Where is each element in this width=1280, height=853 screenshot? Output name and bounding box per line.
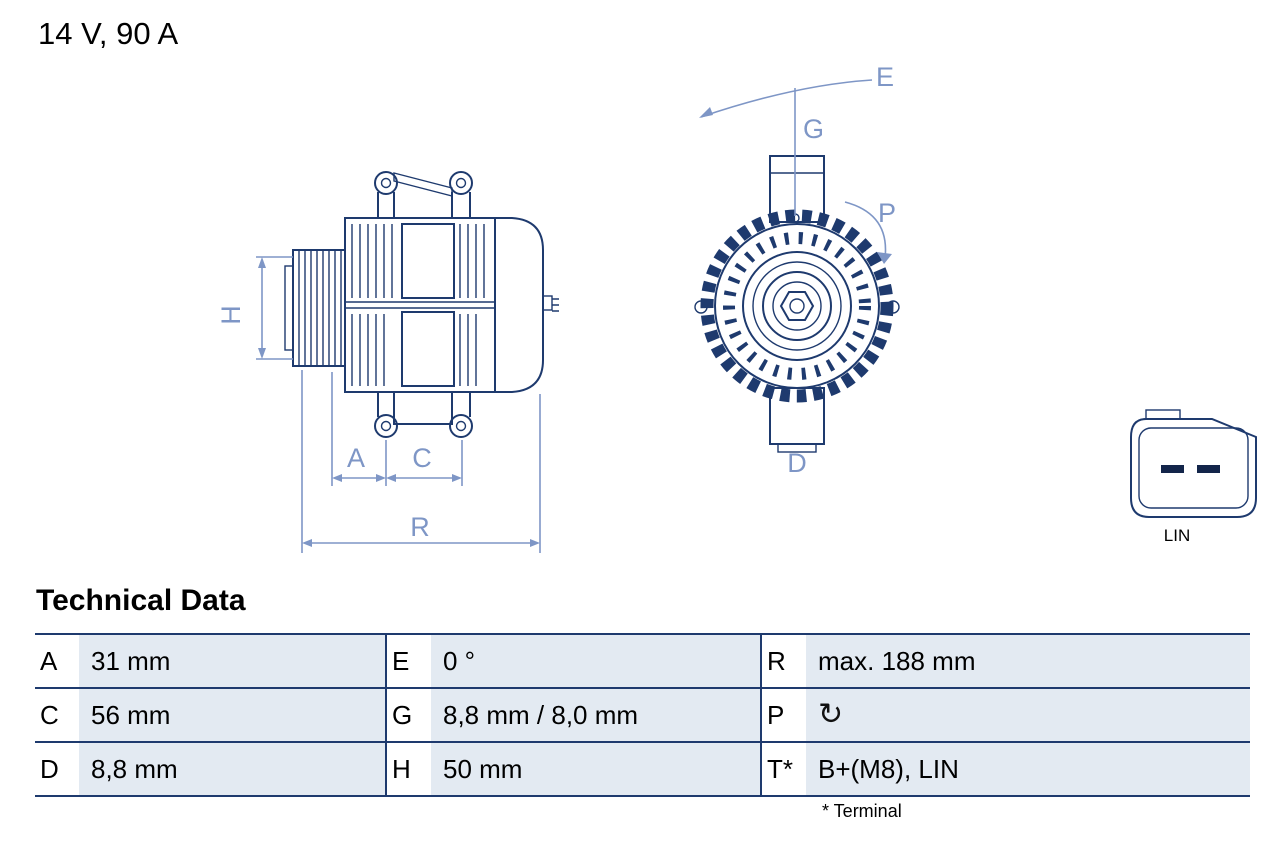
technical-drawing: H A C R [216, 62, 1257, 553]
pulley [284, 249, 346, 367]
dimension-h: H [216, 256, 293, 360]
rotation-direction-arrow: P [844, 198, 896, 264]
spec-value-t: B+(M8), LIN [806, 743, 1250, 795]
dimension-label-c: C [412, 443, 432, 473]
spec-key-t: T* [762, 743, 806, 795]
connector-label: LIN [1164, 526, 1190, 545]
rear-housing [494, 217, 559, 393]
technical-data-table: A 31 mm E 0 ° R max. 188 mm C 56 mm G 8,… [35, 633, 1250, 797]
dimension-e: E [699, 62, 894, 118]
terminal-footnote: * Terminal [822, 801, 902, 821]
spec-key-d: D [35, 743, 79, 795]
spec-value-a: 31 mm [79, 635, 385, 687]
spec-key-a: A [35, 635, 79, 687]
dimension-label-h: H [216, 305, 246, 325]
spec-key-h: H [387, 743, 431, 795]
top-mounting-lugs [374, 171, 473, 218]
spec-value-h: 50 mm [431, 743, 760, 795]
connector-pin [1197, 465, 1220, 473]
spec-value-g: 8,8 mm / 8,0 mm [431, 689, 760, 741]
table-row: A 31 mm E 0 ° R max. 188 mm [35, 635, 1250, 689]
dimension-label-a: A [347, 443, 365, 473]
spec-key-g: G [387, 689, 431, 741]
spec-key-e: E [387, 635, 431, 687]
dimension-label-r: R [410, 512, 430, 542]
bottom-mounting-lugs [374, 391, 473, 438]
terminal-block-top [769, 155, 825, 223]
dimension-label-p: P [878, 198, 896, 228]
spec-key-r: R [762, 635, 806, 687]
spec-value-p: ↻ [806, 689, 1250, 741]
shaft-hex-nut [779, 291, 815, 321]
dimension-g: G [794, 88, 824, 216]
table-row: C 56 mm G 8,8 mm / 8,0 mm P ↻ [35, 689, 1250, 743]
spec-value-d: 8,8 mm [79, 743, 385, 795]
rotation-direction-icon: ↻ [818, 697, 844, 732]
dimension-r: R [301, 370, 541, 553]
spec-key-c: C [35, 689, 79, 741]
connector-pin [1161, 465, 1184, 473]
technical-data-heading: Technical Data [36, 584, 246, 617]
alternator-front-view: G E P D [694, 62, 900, 478]
spec-value-r: max. 188 mm [806, 635, 1250, 687]
mounting-foot-bottom [769, 387, 825, 453]
dimension-c: C [386, 440, 463, 486]
dimension-label-d: D [787, 448, 807, 478]
alternator-body [344, 217, 496, 393]
lin-connector-view: LIN [1130, 409, 1257, 545]
dimension-a: A [331, 372, 387, 486]
spec-key-p: P [762, 689, 806, 741]
page-title: 14 V, 90 A [38, 16, 179, 51]
spec-value-c: 56 mm [79, 689, 385, 741]
dimension-label-g: G [803, 114, 824, 144]
spec-value-e: 0 ° [431, 635, 760, 687]
alternator-side-view: H A C R [216, 171, 559, 553]
dimension-label-e: E [876, 62, 894, 92]
table-row: D 8,8 mm H 50 mm T* B+(M8), LIN [35, 743, 1250, 797]
